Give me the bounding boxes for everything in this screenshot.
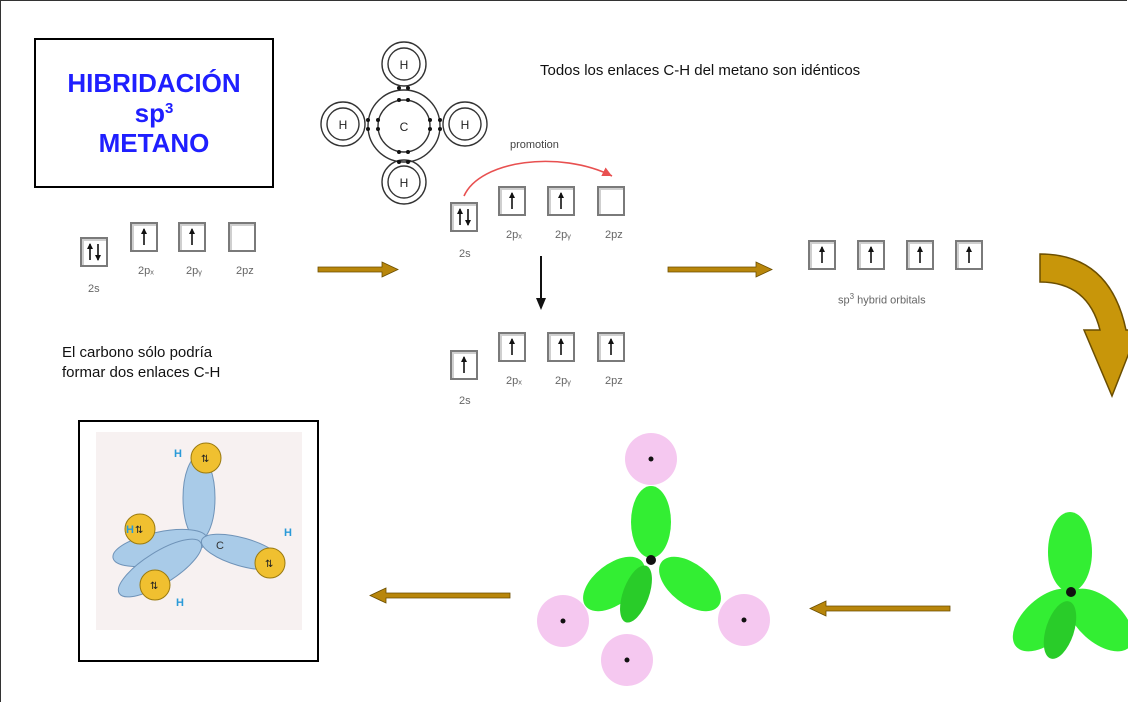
label-2px: 2pₓ xyxy=(506,229,522,241)
label-2pz: 2pz xyxy=(605,229,623,241)
electron-up-arrow xyxy=(868,246,874,263)
model-h-left: H xyxy=(126,524,134,536)
electron-down-arrow xyxy=(95,244,101,261)
orbital-box-2px xyxy=(130,222,158,252)
model-h-bottom: H xyxy=(176,597,184,609)
orbital-box-2px xyxy=(498,186,526,216)
svg-text:⇅: ⇅ xyxy=(201,454,209,465)
arrow-ground-to-promo xyxy=(317,261,399,278)
orbital-box-2s xyxy=(450,202,478,232)
hybrid-box-4 xyxy=(955,240,983,270)
orbital-box-2py xyxy=(547,332,575,362)
electron-up-arrow xyxy=(966,246,972,263)
curved-gold-arrow xyxy=(1039,253,1128,398)
label-2px: 2pₓ xyxy=(138,265,154,277)
title-sp: sp xyxy=(134,98,165,128)
lewis-h-right: H xyxy=(461,118,470,132)
model-h-top: H xyxy=(174,448,182,460)
electron-up-arrow xyxy=(461,356,467,373)
title-box: HIBRIDACIÓN sp3 METANO xyxy=(34,38,274,188)
arrow-pink-to-model xyxy=(369,587,511,604)
electron-up-arrow xyxy=(457,208,463,225)
model-carbon: C xyxy=(216,540,224,552)
hybrid-label-sp: sp xyxy=(838,294,850,307)
promotion-label: promotion xyxy=(510,139,559,151)
note-identical-bonds: Todos los enlaces C-H del metano son idé… xyxy=(540,62,861,79)
svg-text:⇅: ⇅ xyxy=(135,525,143,536)
arrow-promo-to-hybrid xyxy=(667,261,773,278)
svg-text:⇅: ⇅ xyxy=(265,559,273,570)
note-carbon-line-2: formar dos enlaces C-H xyxy=(62,364,221,381)
electron-up-arrow xyxy=(558,192,564,209)
methane-model: H H H H C ⇅ ⇅ ⇅ ⇅ xyxy=(78,420,319,662)
hybrid-box-3 xyxy=(906,240,934,270)
electron-up-arrow xyxy=(819,246,825,263)
promotion-arrow: promotion xyxy=(463,139,613,197)
title-line-1: HIBRIDACIÓN xyxy=(67,68,241,98)
electron-up-arrow xyxy=(608,338,614,355)
down-arrow xyxy=(536,256,546,310)
lewis-carbon: C xyxy=(400,120,409,134)
lewis-h-bottom: H xyxy=(400,176,409,190)
gold-arrows xyxy=(317,261,951,617)
hybrid-label-rest: hybrid orbitals xyxy=(857,294,926,307)
label-2py: 2pᵧ xyxy=(555,229,571,241)
lewis-h-left: H xyxy=(339,118,348,132)
sp3-lobes-right xyxy=(1012,512,1128,659)
title-line-3: METANO xyxy=(98,128,210,158)
label-2px: 2pₓ xyxy=(506,375,522,387)
label-2s: 2s xyxy=(88,283,100,295)
label-2s: 2s xyxy=(459,248,471,260)
hybrid-label-sup: 3 xyxy=(849,292,855,301)
note-carbon-line-1: El carbono sólo podría xyxy=(62,344,213,361)
electron-up-arrow xyxy=(917,246,923,263)
label-2pz: 2pz xyxy=(236,265,254,277)
model-h-right: H xyxy=(284,527,292,539)
orbital-box-2pz xyxy=(597,186,625,216)
electron-down-arrow xyxy=(465,209,471,226)
hybrid-label: sp3 hybrid orbitals xyxy=(838,292,926,307)
orbital-box-2pz xyxy=(228,222,256,252)
label-2s: 2s xyxy=(459,395,471,407)
electron-up-arrow xyxy=(189,228,195,245)
electron-up-arrow xyxy=(509,338,515,355)
sp3-pink-hydrogens xyxy=(537,433,770,686)
svg-text:⇅: ⇅ xyxy=(150,581,158,592)
arrow-hybrid-to-pink xyxy=(809,600,951,617)
title-line-2: sp3 xyxy=(135,98,174,128)
label-2py: 2pᵧ xyxy=(186,265,202,277)
title-sp-sup: 3 xyxy=(165,100,174,117)
electron-up-arrow xyxy=(87,243,93,260)
electron-up-arrow xyxy=(558,338,564,355)
electron-up-arrow xyxy=(509,192,515,209)
electron-up-arrow xyxy=(141,228,147,245)
label-2py: 2pᵧ xyxy=(555,375,571,387)
label-2pz: 2pz xyxy=(605,375,623,387)
lewis-structure xyxy=(320,41,488,205)
sp3-lobes-middle xyxy=(583,486,721,623)
lewis-h-top: H xyxy=(400,58,409,72)
hybrid-box-2 xyxy=(857,240,885,270)
orbital-box-2s xyxy=(80,237,108,267)
